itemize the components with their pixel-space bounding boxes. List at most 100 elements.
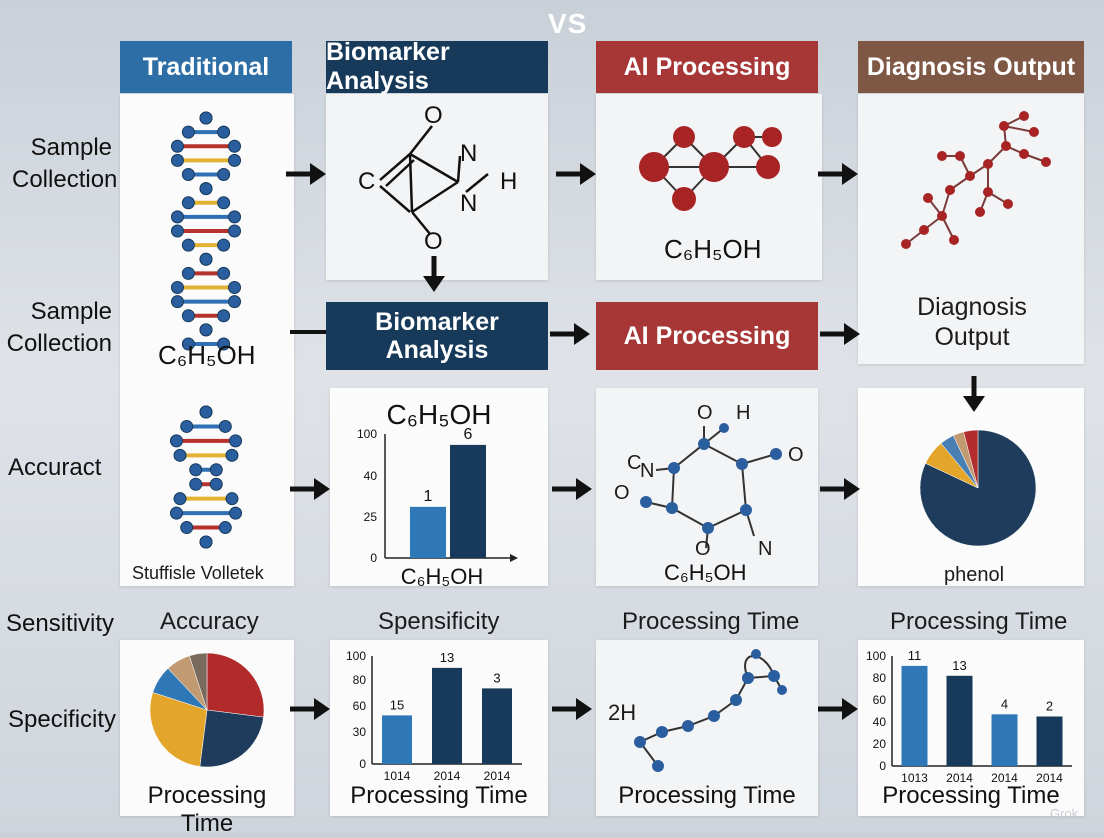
dna-atom xyxy=(228,153,242,167)
formula-ring: C₆H₅OH xyxy=(664,560,747,585)
ring-atom-c: C xyxy=(627,452,642,474)
arrow-right-icon xyxy=(290,698,330,720)
header-biomarker: Biomarker Analysis xyxy=(326,38,548,95)
dna-atom xyxy=(173,448,187,462)
dna-atom xyxy=(217,238,231,252)
connector-line xyxy=(290,330,330,334)
bar xyxy=(382,715,412,764)
y-tick-label: 0 xyxy=(879,759,886,773)
molecule-atom xyxy=(923,193,933,203)
traditional-caption: Stuffisle Volletek xyxy=(132,563,264,583)
x-tick-label: 2014 xyxy=(484,769,511,783)
row-label-sensitivity: Sensitivity xyxy=(6,610,115,637)
x-tick-label: 2014 xyxy=(946,771,973,785)
arrow-right-icon xyxy=(286,163,326,185)
data-label: 3 xyxy=(493,670,500,685)
dna-atom xyxy=(199,323,213,337)
x-axis-label: C₆H₅OH xyxy=(401,564,484,586)
flow-biomarker-analysis: Biomarker Analysis xyxy=(326,302,548,370)
molecule-atom xyxy=(1001,141,1011,151)
row-label-accuracy: Accuract xyxy=(8,454,102,481)
ring-atom-n-bottom: N xyxy=(758,538,773,560)
diagnosis-output-label: Diagnosis Output xyxy=(917,293,1027,351)
arrow-right-icon xyxy=(290,478,330,500)
arrow-right-icon xyxy=(820,478,860,500)
y-tick-label: 80 xyxy=(353,673,367,687)
pie-slice xyxy=(963,429,979,489)
bar xyxy=(1036,716,1063,766)
dna-atom xyxy=(209,463,223,477)
dna-atom xyxy=(181,125,195,139)
molecule-atom xyxy=(1041,157,1051,167)
molecule-atom xyxy=(983,187,993,197)
x-tick-label: 2014 xyxy=(991,771,1018,785)
dna-atom xyxy=(225,492,239,506)
molecule-atom xyxy=(999,121,1009,131)
dna-helix-icon xyxy=(169,111,243,549)
dna-atom xyxy=(181,309,195,323)
dna-atom xyxy=(217,196,231,210)
ring-molecule-icon xyxy=(640,423,782,549)
dna-atom xyxy=(217,337,231,351)
flow-ai-processing: AI Processing xyxy=(596,302,818,370)
ring-atom-o-left: O xyxy=(614,482,630,504)
ring-molecule-panel xyxy=(596,388,818,586)
arrow-right-icon xyxy=(818,163,858,185)
bar xyxy=(432,667,462,764)
row-label-specificity: Specificity xyxy=(8,706,117,733)
arrow-right-icon xyxy=(818,698,858,720)
molecule-atom xyxy=(955,151,965,161)
chain-molecule-panel xyxy=(596,640,818,816)
ring-atom-h: H xyxy=(736,402,751,424)
data-label: 11 xyxy=(908,648,922,663)
dna-atom xyxy=(217,266,231,280)
molecule-atom xyxy=(1019,149,1029,159)
formula-traditional: C₆H₅OH xyxy=(158,340,256,370)
molecule-atom xyxy=(937,211,947,221)
x-axis-arrow xyxy=(510,554,518,562)
data-label: 4 xyxy=(1001,696,1008,711)
dna-atom xyxy=(228,224,242,238)
y-tick-label: 0 xyxy=(359,757,366,771)
y-tick-label: 30 xyxy=(353,725,367,739)
x-tick-label: 2014 xyxy=(434,769,461,783)
atom-n-bottom: N xyxy=(460,190,478,217)
bar xyxy=(991,714,1018,766)
y-tick-label: 100 xyxy=(357,427,377,441)
dna-atom xyxy=(218,419,232,433)
title-processing-time-2: Processing Time xyxy=(890,608,1068,635)
atom-o-top: O xyxy=(424,102,443,129)
x-tick-label: 1013 xyxy=(901,771,928,785)
y-tick-label: 40 xyxy=(364,469,378,483)
molecule-atom xyxy=(983,159,993,169)
dna-atom xyxy=(189,463,203,477)
row-label-sample-collection-2: Sample Collection xyxy=(6,298,112,357)
chain-label-2h: 2H xyxy=(608,700,637,725)
pie-slice xyxy=(149,692,208,767)
arrow-right-icon xyxy=(550,323,590,345)
atom-o-bottom: O xyxy=(424,228,443,255)
dna-atom xyxy=(199,252,213,266)
dna-atom xyxy=(229,506,243,520)
caption-processing-time-4: Processing Time xyxy=(882,782,1060,809)
dna-atom xyxy=(228,295,242,309)
title-accuracy: Accuracy xyxy=(160,608,259,635)
dna-atom xyxy=(170,224,184,238)
y-tick-label: 100 xyxy=(866,649,886,663)
arrow-right-icon xyxy=(552,698,592,720)
dna-atom xyxy=(181,196,195,210)
dna-atom xyxy=(170,210,184,224)
molecule-atom xyxy=(1019,111,1029,121)
data-label: 2 xyxy=(1046,699,1053,714)
dna-atom xyxy=(199,405,213,419)
atom-h: H xyxy=(500,168,518,195)
x-tick-label: 1014 xyxy=(384,769,411,783)
molecule-atom xyxy=(919,225,929,235)
dna-atom xyxy=(209,477,223,491)
dna-atom xyxy=(181,168,195,181)
